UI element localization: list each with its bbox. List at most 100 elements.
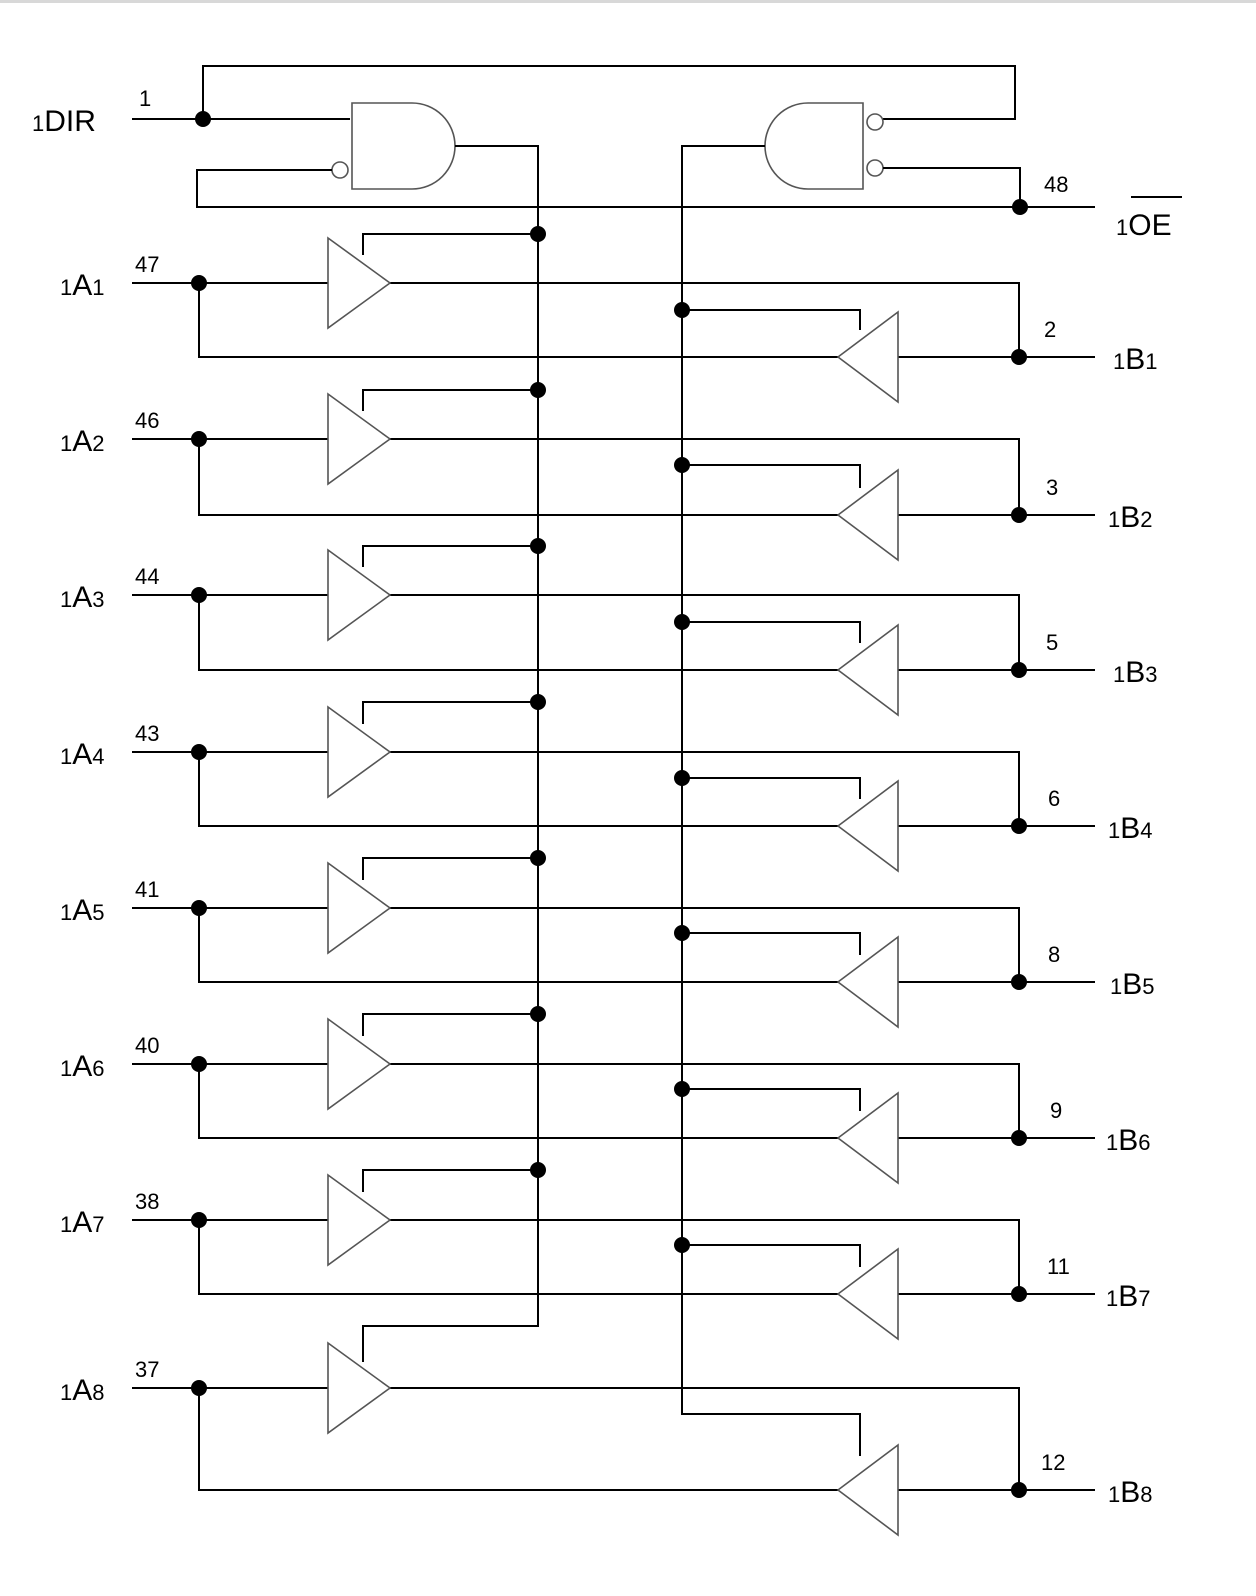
b-pin-label-2: 1B2 [1108,501,1153,534]
channel-6-b-to-a-buffer [836,1091,899,1185]
channel-5-a-to-b-buffer [327,861,392,955]
a-pin-number-6: 40 [135,1033,159,1058]
channel-2-b-enable-dot [674,457,690,473]
a-pin-number-4: 43 [135,721,159,746]
b-pin-label-6: 1B6 [1106,1124,1151,1157]
inverter-bubble-dir-b [866,113,884,131]
a-pin-number-1: 47 [135,252,159,277]
dir-junction-dot [195,111,211,127]
channel-2-a-to-b-buffer [327,392,392,486]
inverter-bubble-oe-a [331,161,349,179]
oe-junction-dot [1012,199,1028,215]
a-pin-number-8: 37 [135,1357,159,1382]
channel-5-b-to-a-buffer [836,935,899,1029]
b-pin-number-7: 11 [1047,1254,1070,1279]
channel-6-b-enable-wire [682,1088,861,1111]
channel-1-b-enable-wire [682,309,861,330]
channel-4-b-enable-wire [682,777,861,799]
channel-8-b-junction-dot [1011,1482,1027,1498]
channel-4-a-to-b-buffer [327,705,392,799]
channel-5-a-to-b-wire [132,907,1020,982]
channel-4-b-to-a-buffer [836,779,899,873]
channel-6-a-junction-dot [191,1056,207,1072]
channel-7-b-enable-wire [682,1244,861,1267]
channel-3-b-enable-wire [682,621,861,643]
channel-6-a-to-b-buffer [327,1017,392,1111]
a-pin-number-5: 41 [135,877,159,902]
oe-label: 1OE [1116,209,1172,242]
channel-5-b-junction-dot [1011,974,1027,990]
channel-4-a-junction-dot [191,744,207,760]
b-pin-label-3: 1B3 [1113,656,1158,689]
channel-6-a-to-b-wire [132,1063,1020,1138]
channel-3-b-to-a-buffer [836,623,899,717]
b-pin-number-1: 2 [1044,317,1056,342]
channel-5-a-enable-wire [362,857,538,880]
channel-1-a-enable-wire [362,233,538,255]
channel-2-a-to-b-wire [132,438,1020,515]
channel-1-b-enable-dot [674,302,690,318]
b-pin-label-8: 1B8 [1108,1476,1153,1509]
oe-pin-number: 48 [1044,172,1068,197]
channel-2-a-enable-dot [530,382,546,398]
channel-8-b-to-a-wire [198,1388,1095,1491]
gate-a-output-wire [362,145,539,1362]
channel-6-b-enable-dot [674,1081,690,1097]
channel-1-b-to-a-buffer [836,310,899,404]
channel-7-a-to-b-wire [132,1219,1020,1294]
channel-3-a-to-b-wire [132,594,1020,670]
a-pin-label-4: 1A4 [60,738,105,771]
a-pin-number-2: 46 [135,408,159,433]
channel-6-a-enable-wire [362,1013,538,1036]
channel-3-a-enable-dot [530,538,546,554]
oe-wire [196,167,1095,208]
a-pin-label-1: 1A1 [60,269,105,302]
channel-rows: 1A1471B121A2461B231A3441B351A4431B461A54… [60,226,1158,1537]
channel-8-b-to-a-buffer [836,1443,899,1537]
channel-1-b-junction-dot [1011,349,1027,365]
a-pin-label-8: 1A8 [60,1374,105,1407]
b-pin-label-7: 1B7 [1106,1280,1151,1313]
channel-4-b-to-a-wire [198,752,1095,827]
channel-4-a-enable-dot [530,694,546,710]
channel-1-a-to-b-wire [132,282,1020,357]
channel-7-b-to-a-buffer [836,1247,899,1341]
a-pin-number-7: 38 [135,1189,159,1214]
a-pin-label-2: 1A2 [60,425,105,458]
top-border [0,0,1256,3]
inverter-bubble-oe-b [866,159,884,177]
channel-5-b-to-a-wire [198,908,1095,983]
a-pin-label-5: 1A5 [60,894,105,927]
dir-label: 1DIR [32,105,96,138]
b-pin-number-5: 8 [1048,942,1060,967]
b-pin-label-4: 1B4 [1108,812,1153,845]
channel-2-b-to-a-buffer [836,468,899,562]
channel-7-a-enable-dot [530,1162,546,1178]
channel-3-b-enable-dot [674,614,690,630]
channel-3-a-to-b-buffer [327,548,392,642]
b-pin-number-6: 9 [1050,1098,1062,1123]
channel-5-b-enable-wire [682,932,861,955]
b-pin-number-4: 6 [1048,786,1060,811]
b-pin-label-1: 1B1 [1113,343,1158,376]
channel-4-a-to-b-wire [132,751,1020,826]
channel-5-a-enable-dot [530,850,546,866]
gate-b-output-wire [681,145,861,1456]
channel-2-b-junction-dot [1011,507,1027,523]
channel-1-a-to-b-buffer [327,236,392,330]
channel-7-b-to-a-wire [198,1220,1095,1295]
channel-8-a-to-b-buffer [327,1341,392,1435]
a-pin-label-6: 1A6 [60,1050,105,1083]
dir-pin-number: 1 [139,86,151,111]
a-pin-number-3: 44 [135,564,159,589]
b-pin-label-5: 1B5 [1110,968,1155,1001]
channel-2-a-enable-wire [362,389,538,411]
channel-3-b-to-a-wire [198,595,1095,671]
channel-7-b-enable-dot [674,1237,690,1253]
and-gate-a-enable [351,102,456,190]
dir-wire [132,65,1016,120]
channel-2-b-to-a-wire [198,439,1095,516]
a-pin-label-7: 1A7 [60,1206,105,1239]
channel-1-a-junction-dot [191,275,207,291]
